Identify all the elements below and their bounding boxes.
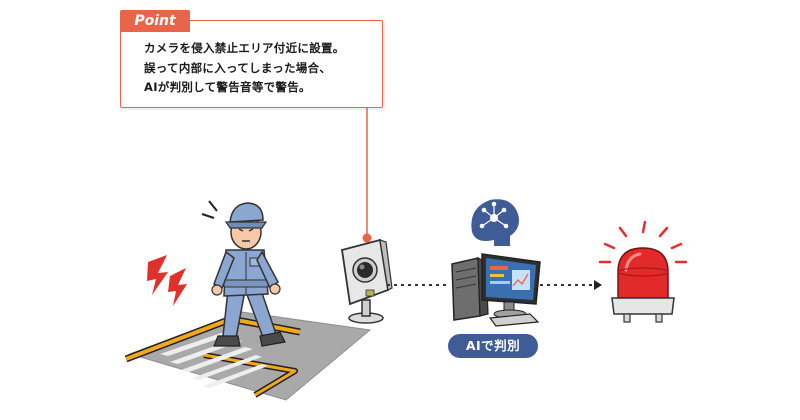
computer-icon (451, 253, 541, 327)
point-callout-box (120, 20, 383, 108)
point-tab-label: Point (120, 10, 190, 32)
callout-connector-dot (362, 233, 372, 243)
point-line-2: 誤って内部に入ってしまった場合、 (144, 60, 332, 75)
point-description: カメラを侵入禁止エリア付近に設置。 誤って内部に入ってしまった場合、 AIが判別… (144, 39, 376, 98)
worker-icon (201, 200, 286, 347)
lightning-warning-icon (147, 255, 187, 306)
alarm-light-icon (598, 220, 688, 323)
security-camera-icon (340, 238, 393, 324)
restricted-zone-floor (124, 311, 372, 401)
point-line-1: カメラを侵入禁止エリア付近に設置。 (144, 41, 345, 55)
point-line-3: AIが判別して警告音等で警告。 (144, 80, 311, 94)
signal-arrowhead (594, 280, 602, 290)
brain-network-icon (471, 199, 519, 246)
ai-judgement-badge: AIで判別 (448, 334, 538, 358)
